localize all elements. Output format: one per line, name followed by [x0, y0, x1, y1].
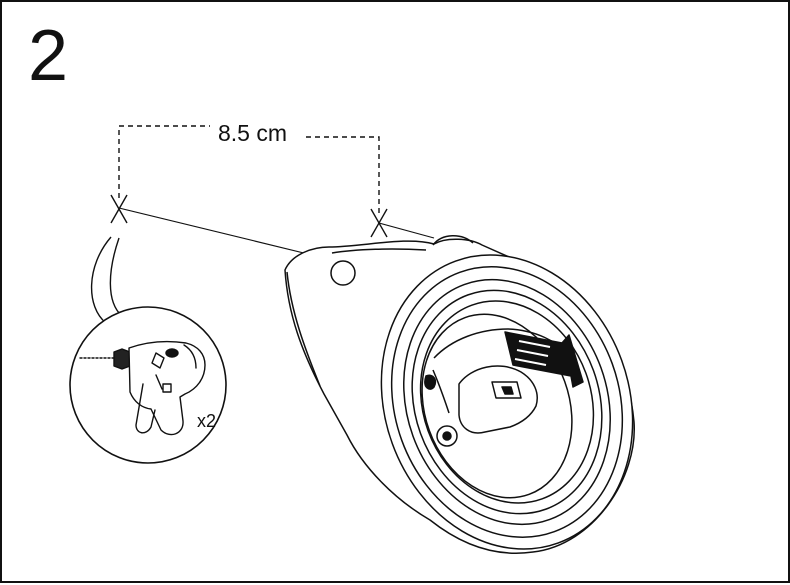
drill-callout — [69, 306, 227, 464]
step-number: 2 — [28, 16, 69, 96]
drill-quantity-label: x2 — [197, 411, 217, 431]
drill-mark-right-icon — [370, 208, 388, 238]
spotlight-lamp-icon — [284, 235, 635, 554]
drill-mark-left-icon — [110, 194, 128, 224]
drill-icon — [79, 340, 206, 436]
measurement-guides — [118, 125, 435, 256]
measurement-label: 8.5 cm — [216, 120, 290, 146]
callout-tail — [90, 236, 123, 324]
